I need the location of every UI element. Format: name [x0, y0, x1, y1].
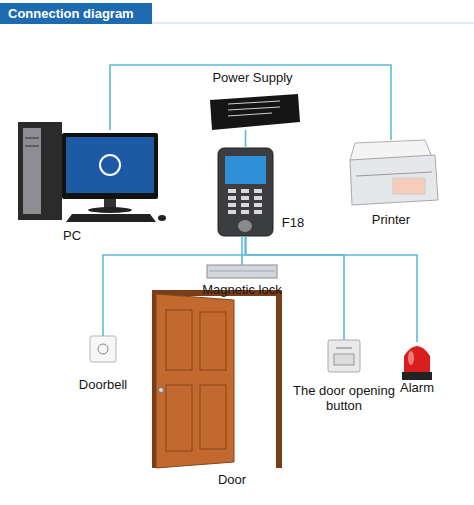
printer-body — [350, 155, 438, 205]
door-leaf — [156, 294, 234, 468]
device-label: Door — [202, 472, 262, 487]
device-label: F18 — [276, 215, 310, 230]
header-rule — [152, 23, 474, 24]
diagram-title: Connection diagram — [8, 6, 134, 22]
tower-panel — [23, 128, 41, 214]
mouse — [158, 215, 166, 221]
device-label: Power Supply — [200, 70, 305, 85]
door-panel — [166, 385, 192, 451]
connection-wire — [110, 65, 391, 140]
doorbell-plate — [90, 336, 116, 362]
f18-screen — [225, 156, 266, 184]
door-panel — [200, 385, 226, 449]
device-label: Doorbell — [63, 377, 143, 392]
magnetic-lock-body — [207, 265, 277, 278]
device-node: PC — [60, 130, 160, 220]
header-tab — [0, 3, 152, 24]
device-node: Alarm — [398, 342, 436, 380]
monitor-base — [88, 207, 132, 213]
printer-slot — [356, 172, 432, 176]
device-node: Door — [152, 290, 282, 468]
power-supply-body — [210, 94, 300, 130]
fingerprint-sensor — [238, 220, 252, 232]
device-label: Magnetic lock — [192, 282, 292, 297]
door-panel — [200, 312, 226, 370]
ps-print — [228, 101, 280, 104]
device-label: Alarm — [387, 380, 447, 395]
printed-photo — [393, 178, 425, 194]
drive-slot — [25, 138, 39, 139]
f18-keypad — [228, 189, 262, 214]
device-node: F18 — [218, 148, 273, 236]
device-node: Doorbell — [90, 336, 116, 362]
alarm-dome — [404, 346, 430, 372]
device-node: Printer — [345, 140, 437, 208]
device-label: The door opening button — [289, 383, 399, 413]
monitor-bezel — [62, 133, 158, 199]
exit-button-key — [334, 354, 354, 365]
logo-circle — [100, 155, 120, 175]
device-label: PC — [50, 228, 94, 243]
f18-body — [218, 148, 273, 236]
plate-print — [336, 348, 352, 349]
device-node: Power Supply — [205, 92, 300, 130]
lock-seam — [209, 271, 275, 272]
device-node: The door opening button — [328, 340, 360, 372]
ps-print — [228, 107, 280, 110]
device-node: Magnetic lock — [207, 265, 277, 278]
connection-wire — [241, 236, 243, 265]
door-panel — [166, 310, 192, 370]
connection-wire — [245, 130, 247, 148]
ps-print — [228, 113, 272, 116]
alarm-highlight — [408, 351, 414, 365]
alarm-base — [402, 372, 432, 380]
bell-symbol — [98, 344, 108, 354]
door-frame — [152, 290, 282, 468]
keyboard — [66, 214, 156, 222]
pc-tower — [18, 122, 62, 220]
door-handle — [159, 388, 164, 393]
exit-button-plate — [328, 340, 360, 372]
drive-slot — [25, 146, 39, 147]
monitor-screen — [66, 137, 154, 193]
device-label: Printer — [345, 212, 437, 227]
